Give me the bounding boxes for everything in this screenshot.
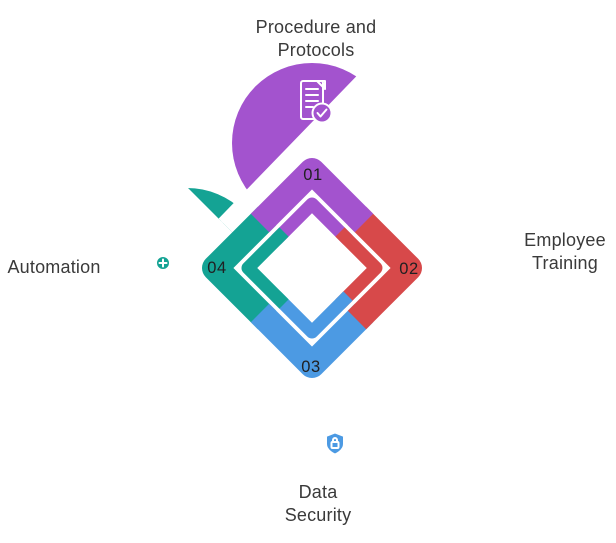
laptop-shield-icon <box>290 415 345 456</box>
automation-band <box>202 206 277 330</box>
training-presentation-icon <box>455 248 498 284</box>
label-procedure-protocols: Procedure and Protocols <box>255 17 377 60</box>
label-employee-training: Employee Training <box>524 230 606 273</box>
step-numbers-layer: 01 02 03 04 <box>207 166 419 376</box>
label-data-security: Data Security <box>284 482 352 525</box>
data-security-band <box>250 303 374 378</box>
procedure-protocols-inner-chevron <box>271 197 353 245</box>
phone-gear-icon <box>137 248 174 288</box>
employee-training-step-number: 02 <box>399 260 419 278</box>
employee-training-inner-chevron <box>335 227 383 309</box>
procedure-protocols-step-number: 01 <box>303 166 323 184</box>
numbered-bands-layer <box>202 158 422 378</box>
icons-layer <box>137 80 498 456</box>
data-security-step-number: 03 <box>301 358 321 376</box>
procedure-protocols-band <box>250 158 374 233</box>
label-automation: Automation <box>7 257 101 277</box>
inner-chevrons-layer <box>241 197 383 339</box>
employee-training-band <box>347 206 422 330</box>
document-check-icon <box>300 80 333 124</box>
automation-step-number: 04 <box>207 259 227 277</box>
data-security-inner-chevron <box>271 291 353 339</box>
automation-inner-chevron <box>241 227 289 309</box>
